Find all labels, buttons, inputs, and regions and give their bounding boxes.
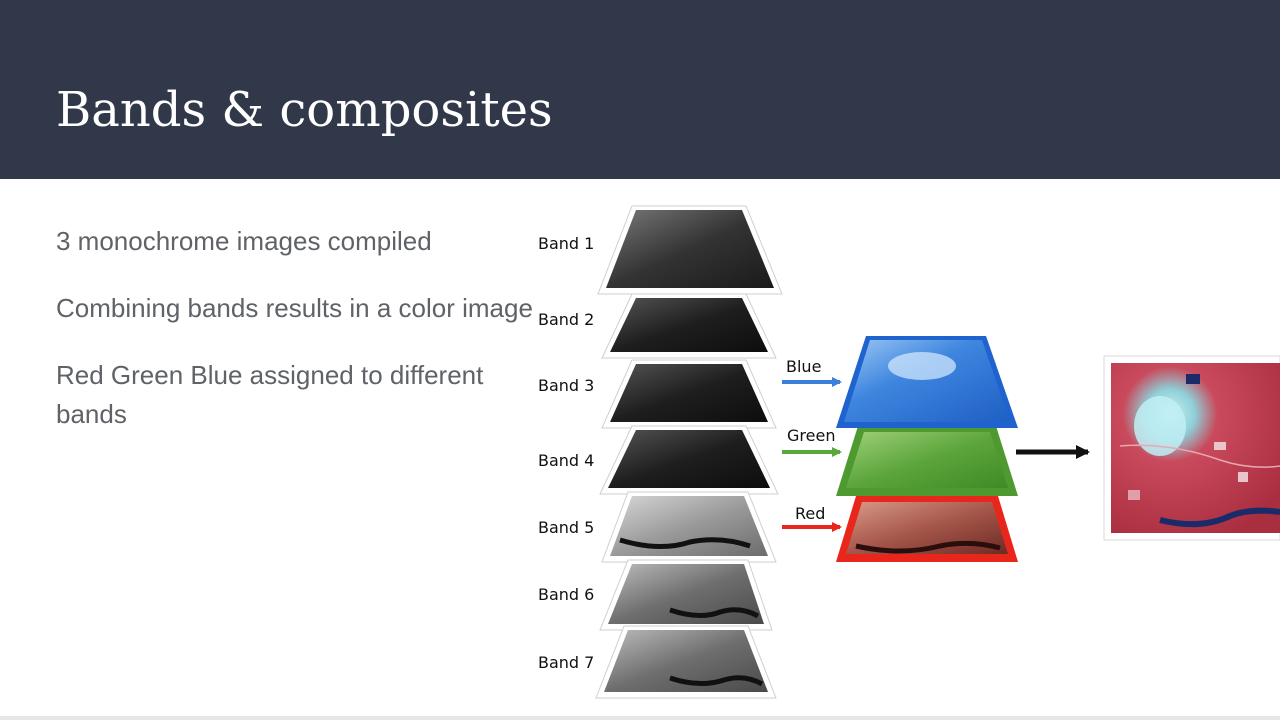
band-label: Band 6 bbox=[538, 585, 594, 604]
band-layer-1 bbox=[597, 205, 783, 295]
slide-title: Bands & composites bbox=[56, 82, 553, 138]
band-label: Band 1 bbox=[538, 234, 594, 253]
bullet-item: Red Green Blue assigned to different ban… bbox=[56, 360, 484, 429]
band-composite-diagram: Band 1 Band 2 Band 3 Band 4 Band 5 Band … bbox=[520, 190, 1280, 718]
red-channel-layer bbox=[836, 496, 1018, 562]
composite-image bbox=[1103, 355, 1280, 541]
band-label: Band 4 bbox=[538, 451, 594, 470]
band-layer-7 bbox=[595, 625, 777, 699]
bullet-list: 3 monochrome images compiled Combining b… bbox=[56, 222, 536, 462]
band-layer-4 bbox=[599, 425, 779, 495]
band-layer-6 bbox=[599, 559, 773, 631]
blue-channel-layer bbox=[836, 336, 1018, 428]
header-bar: Bands & composites bbox=[0, 0, 1280, 179]
band-label: Band 2 bbox=[538, 310, 594, 329]
band-label: Band 7 bbox=[538, 653, 594, 672]
channel-label-blue: Blue bbox=[786, 357, 821, 376]
band-layer-3 bbox=[601, 359, 777, 429]
band-label: Band 3 bbox=[538, 376, 594, 395]
band-label: Band 5 bbox=[538, 518, 594, 537]
green-channel-layer bbox=[836, 426, 1018, 496]
band-layer-2 bbox=[601, 293, 777, 359]
channel-label-red: Red bbox=[795, 504, 825, 523]
bottom-divider bbox=[0, 716, 1280, 720]
band-layer-5 bbox=[601, 491, 777, 563]
channel-label-green: Green bbox=[787, 426, 835, 445]
bullet-item: 3 monochrome images compiled bbox=[56, 226, 432, 256]
bullet-item: Combining bands results in a color image bbox=[56, 293, 533, 323]
diagram-svg: Band 1 Band 2 Band 3 Band 4 Band 5 Band … bbox=[538, 205, 1280, 699]
